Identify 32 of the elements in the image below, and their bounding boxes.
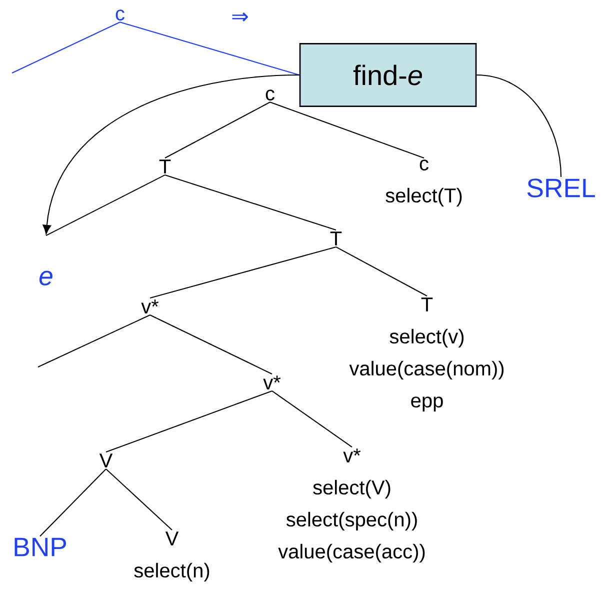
tree-branch: [150, 314, 272, 374]
tree-label: v*: [263, 376, 281, 390]
tree-label: SREL: [527, 178, 595, 198]
tree-branch: [270, 102, 424, 158]
tree-label: T: [330, 232, 342, 246]
tree-branch: [164, 174, 336, 231]
tree-branch: [40, 468, 106, 537]
tree-label: c: [116, 10, 124, 21]
tree-branch: [164, 102, 270, 158]
tree-label: T select(v) value(case(nom)) epp: [349, 298, 504, 412]
tree-label: e: [39, 270, 52, 286]
tree-label: c select(T): [386, 160, 462, 206]
tree-branch: [336, 246, 428, 296]
tree-label: BNP: [14, 538, 66, 556]
tree-branch: [272, 390, 352, 448]
tree-branch: [46, 174, 166, 236]
process-box: find-e: [299, 43, 477, 107]
arrow: [42, 74, 300, 234]
tree-label: V: [99, 454, 113, 468]
tree-label: v*: [141, 300, 159, 314]
double-arrow-symbol: ⇒: [232, 12, 248, 22]
tree-branch: [106, 468, 172, 530]
tree-branch: [150, 246, 336, 299]
tree-label: c: [266, 90, 274, 101]
tree-branch: [120, 22, 300, 76]
tree-branch: [12, 22, 120, 74]
tree-branch: [106, 390, 272, 452]
connector-curve: [476, 74, 562, 177]
tree-label: v* select(V) select(spec(n)) value(case(acc)): [278, 448, 425, 562]
tree-branch: [38, 314, 150, 368]
tree-label: V select(n): [134, 532, 210, 582]
tree-label: T: [159, 160, 171, 174]
